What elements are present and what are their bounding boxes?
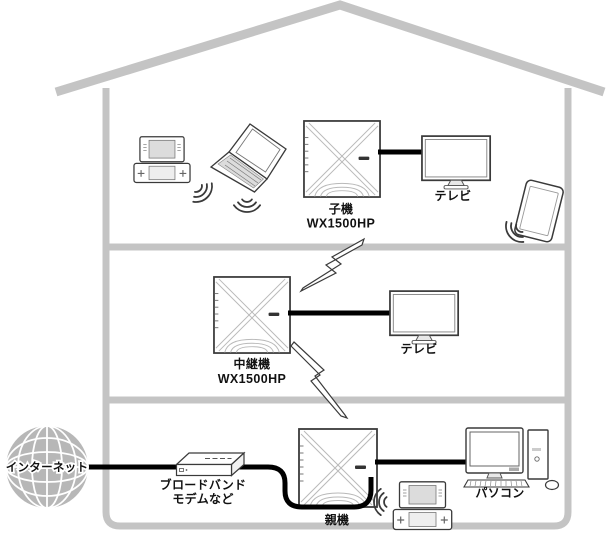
router-child-model-label: WX1500HP	[307, 217, 376, 231]
router-relay-unit	[213, 276, 291, 354]
tv-top-label: テレビ	[435, 188, 472, 203]
labels: 子機 WX1500HP テレビ 中継機 WX1500HP テレビ インターネット…	[4, 188, 524, 527]
floor-bottom	[5, 425, 560, 531]
handheld-game-bottom	[392, 481, 453, 531]
router-child-unit	[303, 120, 381, 198]
tv-middle-label: テレビ	[401, 341, 438, 356]
router-relay-role-label: 中継機	[234, 356, 271, 371]
internet-label: インターネット	[6, 460, 89, 474]
broadband-modem	[174, 451, 246, 477]
modem-label-line2: モデムなど	[172, 491, 233, 506]
house-outline	[54, 0, 606, 530]
wifi-waves-handheld-top-icon	[188, 178, 218, 208]
laptop	[209, 123, 287, 193]
tv-top	[421, 135, 492, 190]
smartphone	[514, 179, 564, 243]
floor-middle	[213, 276, 460, 354]
house-walls	[102, 88, 572, 530]
wireless-link-relay-parent-icon	[290, 341, 349, 420]
router-child-role-label: 子機	[329, 201, 354, 216]
wireless-link-child-relay-icon	[299, 237, 366, 293]
modem-label-line1: ブロードバンド	[160, 477, 247, 492]
roof	[54, 0, 606, 97]
desktop-pc	[463, 427, 560, 491]
router-parent-role-label: 親機	[325, 512, 350, 527]
pc-label: パソコン	[475, 486, 524, 500]
handheld-game-top	[133, 136, 191, 184]
router-parent-unit	[298, 428, 378, 508]
cable-internet-to-parent	[60, 464, 374, 510]
wifi-waves-laptop-icon	[232, 198, 262, 213]
tv-middle	[389, 290, 460, 345]
internet-globe-icon	[5, 425, 89, 509]
router-relay-model-label: WX1500HP	[218, 372, 287, 386]
floor-top	[133, 120, 564, 248]
mouse-icon	[544, 479, 560, 491]
